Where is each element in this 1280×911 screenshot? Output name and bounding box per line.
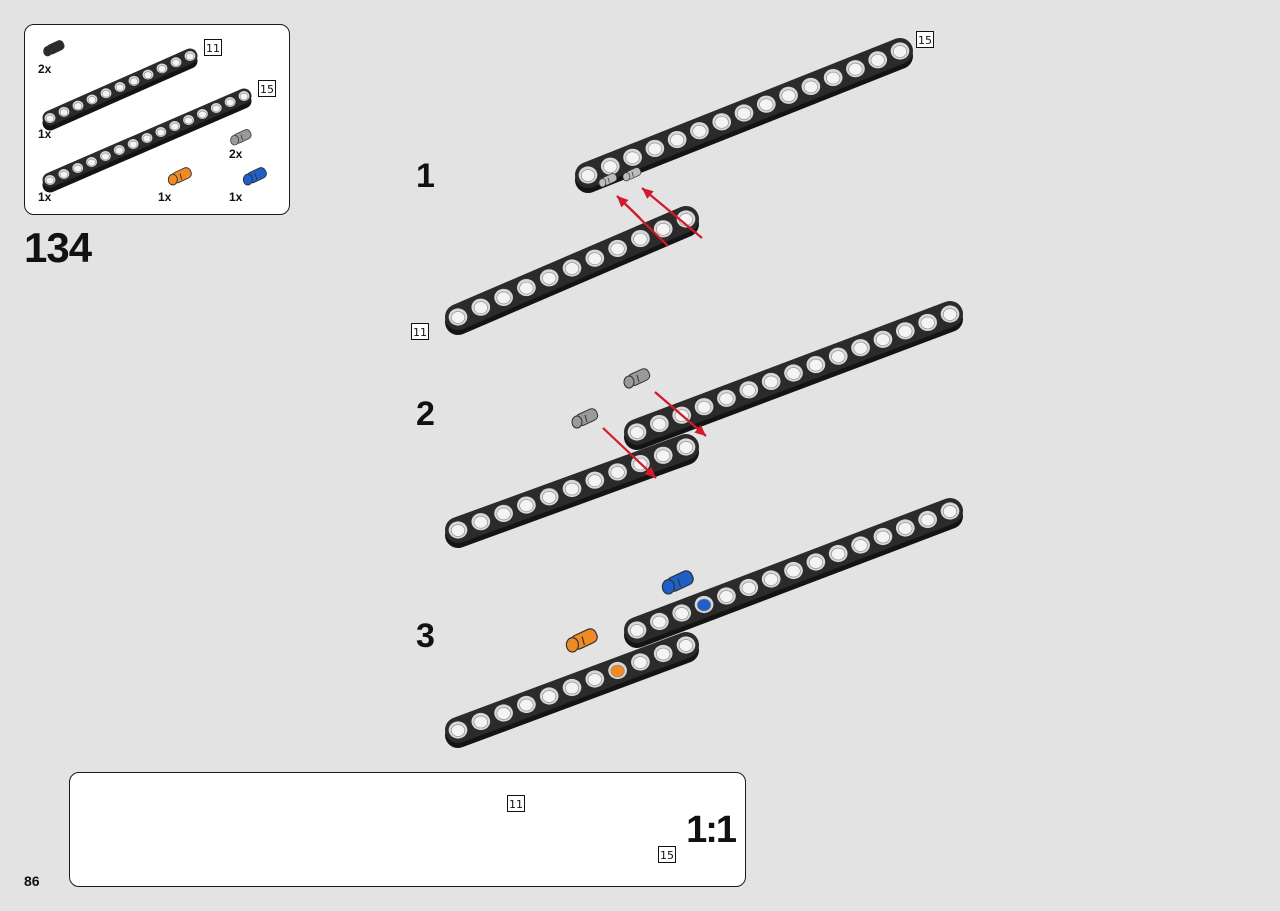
substep-label-1: 1 (416, 157, 435, 195)
pin-gray-icon (230, 129, 252, 146)
qty-axle-pin-orange: 1x (158, 190, 172, 204)
qty-pin-black: 2x (38, 62, 52, 76)
axle-pin-orange-icon (167, 167, 192, 186)
substep-label-2: 2 (416, 395, 435, 433)
step-number: 134 (24, 224, 92, 271)
beam-length-tag-15: 15 (916, 31, 934, 48)
pin-gray-icon (571, 408, 599, 429)
pin-black-icon (43, 40, 65, 57)
beam-15-step2 (624, 300, 964, 450)
red-arrow (654, 391, 707, 437)
beam-15-icon (42, 88, 252, 193)
qty-beam-11: 1x (38, 127, 52, 141)
red-arrow (602, 427, 657, 479)
substep-label-3: 3 (416, 617, 435, 655)
pin-blue-icon (661, 570, 694, 595)
red-arrow (641, 187, 703, 239)
beam-15-step1 (575, 37, 914, 194)
pin-installed-icon (598, 173, 618, 188)
qty-beam-15: 1x (38, 190, 52, 204)
beam-11-icon (42, 48, 198, 131)
qty-pin-gray: 2x (229, 147, 243, 161)
beam-11-step3 (445, 631, 700, 748)
page-number: 86 (24, 873, 40, 889)
beam-11-step2 (444, 433, 700, 548)
axle-pin-orange-icon (565, 628, 598, 653)
red-arrow (616, 195, 669, 247)
length-tag-15: 15 (258, 80, 276, 97)
scale-label: 1:1 (686, 809, 737, 851)
pin-gray-icon (623, 368, 651, 389)
length-tag-11: 11 (204, 39, 222, 56)
pin-installed-icon (622, 167, 642, 182)
beam-11-step1 (445, 205, 700, 335)
qty-pin-blue: 1x (229, 190, 243, 204)
beam-length-tag-11: 11 (411, 323, 429, 340)
scale-length-tag-11: 11 (507, 795, 525, 812)
scale-panel: 1:1 (69, 772, 746, 887)
beam-15-step3 (624, 498, 964, 648)
scale-length-tag-15: 15 (658, 846, 676, 863)
pin-blue-icon (242, 167, 267, 186)
